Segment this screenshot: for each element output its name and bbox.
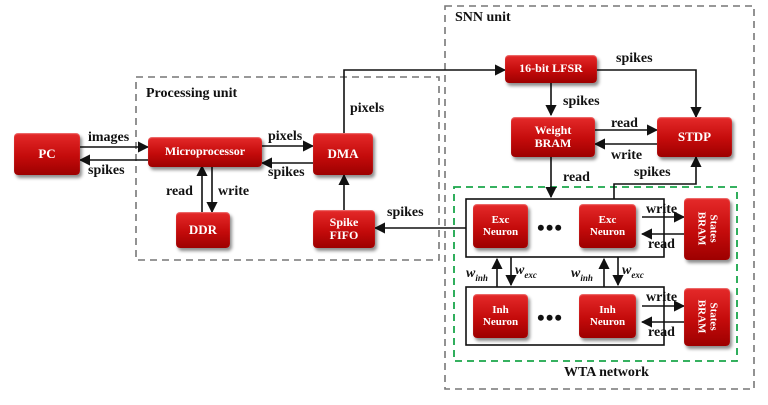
label-stdp-write: write [611,148,643,163]
inh-ellipsis: ••• [537,305,564,330]
arrow-exc-to-stdp [613,155,702,199]
label-inh-states-write: write [646,290,678,305]
w-inh-left-sub: inh [475,272,488,283]
snn-unit-border [444,5,755,390]
processing-unit-border [135,76,440,261]
ddr-block: DDR [176,212,230,248]
ddr-label: DDR [188,221,218,237]
label-exc-states-read: read [648,237,675,252]
label-w-inh-right: winh [571,267,593,283]
label-exc-states-write: write [646,202,678,217]
label-spikes-lfsr-stdp: spikes [616,51,653,66]
pc-label: PC [38,145,56,161]
states-bram-exc: States BRAM [684,198,730,260]
inh-neuron-left: Inh Neuron [473,294,528,338]
w-inh-right-sub: inh [580,272,593,283]
lfsr-label: 16-bit LFSR [519,61,583,76]
inh-group-frame [465,286,665,346]
states-bram-inh-label: States BRAM [695,300,720,334]
microprocessor-label: Microprocessor [164,144,246,159]
dma-label: DMA [327,145,359,161]
states-bram-inh: States BRAM [684,288,730,346]
label-weight-read: read [611,116,638,131]
states-bram-exc-label: States BRAM [695,212,720,246]
label-spikes-micro: spikes [268,165,305,180]
wta-network-title: WTA network [564,365,649,380]
dma-block: DMA [313,133,373,175]
label-pixels-lfsr: pixels [350,101,385,116]
label-weight-read-down: read [563,170,590,185]
w-inh-left-base: w [466,266,476,281]
arrow-lfsr-to-stdp [597,69,702,119]
label-images: images [88,130,130,145]
label-inh-states-read: read [648,325,675,340]
snn-unit-title: SNN unit [455,10,511,25]
label-spikes-lfsr-weight: spikes [563,94,600,109]
inh-neuron-right: Inh Neuron [579,294,636,338]
label-spikes-exc-stdp: spikes [634,165,671,180]
w-exc-left-sub: exc [524,269,537,280]
processing-unit-title: Processing unit [146,86,238,101]
w-exc-left-base: w [515,263,525,278]
spike-fifo-block: Spike FIFO [313,210,375,248]
exc-neuron-left: Exc Neuron [473,204,528,248]
exc-ellipsis: ••• [537,215,564,240]
stdp-block: STDP [657,117,732,157]
w-inh-right-base: w [571,266,581,281]
w-exc-right-base: w [622,263,632,278]
label-w-exc-right: wexc [622,264,644,280]
label-ddr-write: write [218,184,250,199]
inh-neuron-right-label: Inh Neuron [589,303,626,328]
exc-neuron-right: Exc Neuron [579,204,636,248]
spike-fifo-label: Spike FIFO [329,214,359,242]
microprocessor-block: Microprocessor [148,137,262,167]
w-exc-right-sub: exc [631,269,644,280]
label-spikes-fifo: spikes [387,205,424,220]
exc-neuron-left-label: Exc Neuron [482,213,519,238]
weight-bram-block: Weight BRAM [511,117,595,157]
weight-bram-label: Weight BRAM [534,122,572,150]
inh-neuron-left-label: Inh Neuron [482,303,519,328]
label-w-inh-left: winh [466,267,488,283]
exc-neuron-right-label: Exc Neuron [589,213,626,238]
label-spikes-pc: spikes [88,163,125,178]
arrow-pixels-to-lfsr [343,64,507,133]
label-w-exc-left: wexc [515,264,537,280]
stdp-label: STDP [677,128,712,144]
lfsr-block: 16-bit LFSR [505,55,597,83]
label-ddr-read: read [166,184,193,199]
pc-block: PC [14,133,80,175]
label-pixels-dma: pixels [268,129,303,144]
